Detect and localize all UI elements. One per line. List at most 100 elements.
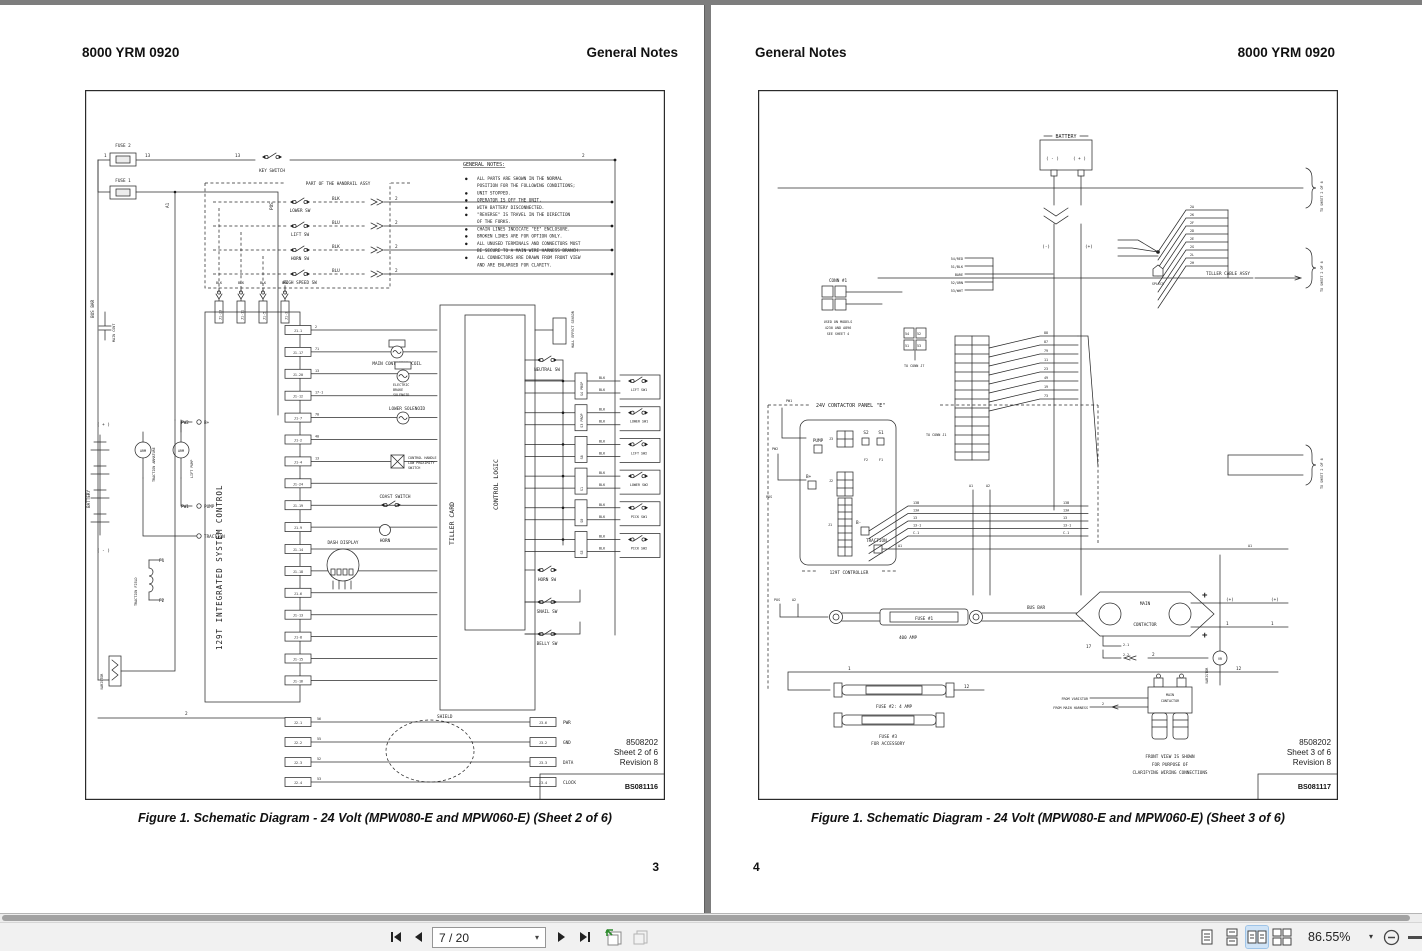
j1-pin-row: J1-20 13 [284, 369, 438, 379]
next-view-button[interactable] [628, 927, 652, 947]
traction-field-label: TRACTION FIELD [134, 577, 138, 606]
splice-wire: 2L [1157, 253, 1229, 301]
svg-text:54: 54 [905, 332, 909, 336]
svg-text:TO SHEET 2 OF 6: TO SHEET 2 OF 6 [1320, 181, 1324, 212]
stack-wire: 51/BLK [951, 265, 994, 269]
from-varistor-label: FROM VARISTOR [1061, 697, 1088, 701]
svg-text:13: 13 [145, 153, 151, 159]
two-page-view-button[interactable] [1245, 925, 1269, 949]
previous-view-button[interactable] [602, 927, 626, 947]
page-header-right: 8000 YRM 0920 [1237, 45, 1335, 60]
svg-text:J1-16: J1-16 [293, 679, 303, 683]
first-page-button[interactable] [386, 927, 406, 947]
prop-box: S4 PROP [574, 372, 588, 400]
svg-text:11: 11 [1044, 358, 1048, 362]
svg-text:BS081116: BS081116 [625, 782, 658, 791]
svg-text:2-1: 2-1 [1123, 643, 1129, 647]
page-number: 3 [652, 860, 659, 874]
svg-text:FRONT VIEW IS SHOWN: FRONT VIEW IS SHOWN [1145, 754, 1195, 760]
svg-text:A2: A2 [986, 484, 990, 488]
j1-pin-row: J1-17 71 [284, 347, 438, 357]
zoom-out-button[interactable] [1381, 927, 1401, 947]
from-harness-label: FROM MAIN HARNESS [1053, 706, 1088, 710]
zoom-level[interactable]: 86.55% [1308, 930, 1351, 944]
wire-color-label: BLK [282, 281, 289, 285]
svg-text:13: 13 [315, 369, 319, 373]
page-dropdown-caret-icon[interactable]: ▾ [535, 933, 540, 942]
svg-text:Sheet 2 of 6: Sheet 2 of 6 [614, 748, 659, 757]
prop-box: S3 PROP [574, 404, 588, 432]
svg-text:52/ORN: 52/ORN [951, 281, 963, 285]
main-cont-label: MAIN CONT [112, 324, 116, 342]
page-number-input[interactable] [433, 929, 533, 946]
svg-text:F2: F2 [864, 458, 868, 462]
svg-text:HORN SW: HORN SW [291, 256, 310, 262]
thirteen-wire: 13-1 13-1 [868, 524, 1089, 555]
horizontal-scrollbar-thumb[interactable] [2, 915, 1410, 921]
tiller-cable-label: TILLER CABLE ASSY [1206, 271, 1250, 277]
svg-text:2: 2 [1102, 702, 1104, 706]
svg-text:BLU: BLU [332, 268, 340, 274]
svg-text:FOR PURPOSE OF: FOR PURPOSE OF [1152, 762, 1189, 768]
svg-text:J1-19: J1-19 [293, 504, 303, 508]
svg-text:FUSE 1: FUSE 1 [115, 178, 131, 184]
figure-caption: Figure 1. Schematic Diagram - 24 Volt (M… [811, 811, 1285, 825]
two-page-continuous-button[interactable] [1271, 926, 1293, 948]
svg-text:PW1: PW1 [786, 399, 792, 403]
j1-pin-row: J1-8 [284, 631, 438, 642]
prop-box: S0 [574, 499, 588, 527]
svg-text:HIGH SPEED SW: HIGH SPEED SW [283, 280, 317, 286]
svg-text:BLK: BLK [599, 515, 606, 519]
handrail-switch-row: HORN SW BLK 2 [213, 244, 614, 262]
main-contactor-label: CONTACTOR [1133, 622, 1157, 628]
previous-page-button[interactable] [408, 927, 428, 947]
svg-text:1: 1 [104, 153, 107, 159]
svg-text:49: 49 [1044, 376, 1048, 380]
control-logic-label: CONTROL LOGIC [492, 459, 500, 510]
horizontal-scrollbar[interactable] [0, 913, 1422, 922]
svg-text:55: 55 [317, 737, 321, 741]
svg-text:Sheet 3 of 6: Sheet 3 of 6 [1287, 748, 1332, 757]
svg-text:J2-4: J2-4 [294, 781, 302, 785]
last-page-button[interactable] [575, 927, 595, 947]
fan-wire: 11 [988, 358, 1079, 376]
svg-text:TO SHEET 2 OF 6: TO SHEET 2 OF 6 [1320, 261, 1324, 292]
svg-text:2: 2 [395, 268, 398, 274]
pdf-page-right: General Notes 8000 YRM 0920 Figure 1. Sc… [711, 5, 1422, 913]
stack-wire: BARE [955, 273, 994, 277]
j1-pin-row: J1-9 [284, 522, 438, 532]
splice-wire: 2H [1157, 261, 1229, 309]
varistor-label: VARISTOR [100, 673, 104, 690]
svg-text:J1-12: J1-12 [293, 395, 303, 399]
svg-text:GND: GND [563, 740, 571, 746]
j1-pin-row: J1-7 70 [284, 413, 438, 423]
prop-box: S1 [574, 467, 588, 495]
svg-text:2G: 2G [1190, 245, 1194, 249]
svg-text:J1-9: J1-9 [294, 526, 302, 530]
svg-text:2: 2 [1152, 652, 1155, 658]
next-page-button[interactable] [552, 927, 572, 947]
svg-text:Revision 8: Revision 8 [1293, 758, 1332, 767]
svg-text:70: 70 [315, 413, 319, 417]
j1-pin-row: J1-12 17-1 [284, 391, 438, 401]
svg-text:BLK: BLK [216, 281, 223, 285]
svg-text:2-2: 2-2 [1123, 653, 1129, 657]
fan-wire: 79 [988, 349, 1079, 367]
svg-text:A1: A1 [969, 484, 973, 488]
comm-bus-row: J2-4 53 J3-4 CLOCK [284, 777, 576, 787]
j1-pin-row: J1-4 13 [284, 456, 438, 467]
single-page-view-button[interactable] [1196, 926, 1218, 948]
svg-text:J3-3: J3-3 [539, 761, 547, 765]
general-notes-title: GENERAL NOTES: [463, 162, 505, 168]
general-note-line: ● ALL CONNECTORS ARE DRAWN FROM FRONT VI… [465, 255, 581, 261]
svg-text:51/BLK: 51/BLK [951, 265, 964, 269]
continuous-view-button[interactable] [1221, 926, 1243, 948]
zoom-dropdown-caret-icon[interactable]: ▾ [1369, 932, 1374, 941]
first-page-icon [391, 932, 401, 942]
svg-text:BLK: BLK [599, 547, 606, 551]
svg-text:2L: 2L [1190, 253, 1194, 257]
svg-text:POS: POS [766, 495, 772, 499]
zoom-slider-track[interactable] [1408, 936, 1422, 939]
next-page-icon [558, 932, 565, 942]
svg-text:17-1: 17-1 [315, 391, 323, 395]
